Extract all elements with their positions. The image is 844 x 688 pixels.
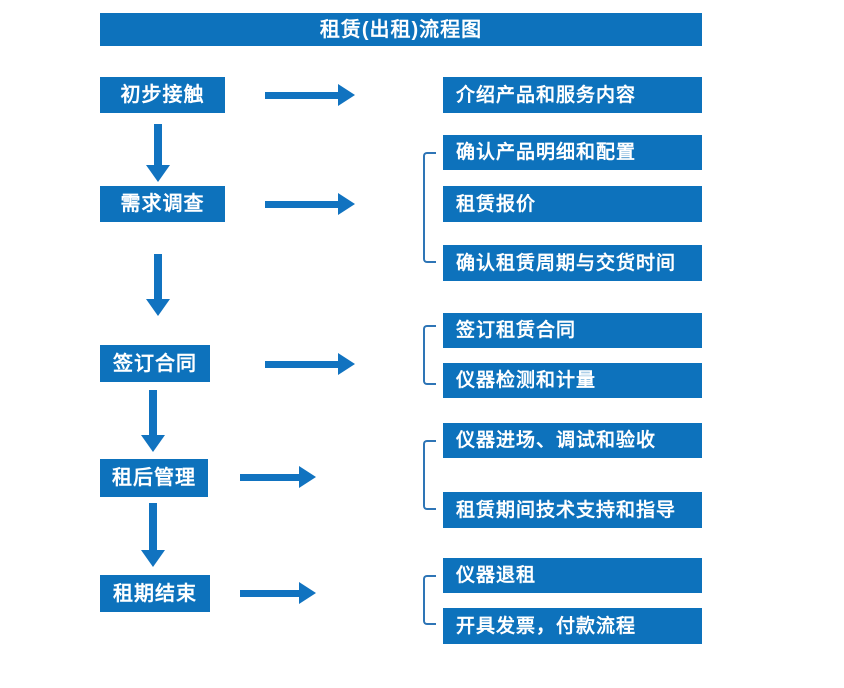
arrow-down-icon bbox=[141, 390, 165, 452]
arrow-head bbox=[299, 466, 316, 488]
group-bracket-sign-contract bbox=[423, 325, 436, 385]
step-box-post-rental-management: 租后管理 bbox=[100, 459, 208, 497]
output-box-instrument-return: 仪器退租 bbox=[443, 558, 702, 593]
arrow-head bbox=[146, 165, 170, 182]
arrow-right-icon bbox=[265, 193, 355, 215]
output-box-instrument-installation: 仪器进场、调试和验收 bbox=[443, 423, 702, 458]
flowchart-title: 租赁(出租)流程图 bbox=[100, 13, 702, 46]
arrow-head bbox=[338, 193, 355, 215]
arrow-stem bbox=[154, 254, 162, 299]
arrow-right-icon bbox=[265, 353, 355, 375]
arrow-head bbox=[338, 84, 355, 106]
group-bracket-post-rental bbox=[423, 440, 436, 510]
arrow-stem bbox=[265, 200, 338, 208]
arrow-head bbox=[299, 582, 316, 604]
arrow-down-icon bbox=[146, 254, 170, 316]
output-box-technical-support: 租赁期间技术支持和指导 bbox=[443, 492, 702, 528]
arrow-stem bbox=[149, 503, 157, 550]
group-bracket-demand-survey bbox=[423, 152, 436, 263]
arrow-head bbox=[141, 550, 165, 567]
step-box-rental-end: 租期结束 bbox=[100, 575, 210, 612]
output-box-confirm-rental-period: 确认租赁周期与交货时间 bbox=[443, 245, 702, 281]
arrow-right-icon bbox=[240, 466, 316, 488]
arrow-head bbox=[141, 435, 165, 452]
arrow-stem bbox=[154, 124, 162, 165]
arrow-stem bbox=[240, 589, 299, 597]
arrow-stem bbox=[149, 390, 157, 435]
output-box-sign-rental-contract: 签订租赁合同 bbox=[443, 313, 702, 348]
arrow-stem bbox=[265, 91, 338, 99]
arrow-head bbox=[338, 353, 355, 375]
arrow-down-icon bbox=[146, 124, 170, 182]
output-box-invoice-payment: 开具发票，付款流程 bbox=[443, 608, 702, 644]
arrow-right-icon bbox=[240, 582, 316, 604]
step-box-initial-contact: 初步接触 bbox=[100, 77, 225, 113]
arrow-stem bbox=[240, 473, 299, 481]
arrow-right-icon bbox=[265, 84, 355, 106]
step-box-demand-survey: 需求调查 bbox=[100, 186, 225, 222]
output-box-confirm-product-details: 确认产品明细和配置 bbox=[443, 135, 702, 170]
arrow-down-icon bbox=[141, 503, 165, 567]
output-box-instrument-testing: 仪器检测和计量 bbox=[443, 363, 702, 398]
step-box-sign-contract: 签订合同 bbox=[100, 345, 210, 382]
arrow-stem bbox=[265, 360, 338, 368]
arrow-head bbox=[146, 299, 170, 316]
group-bracket-rental-end bbox=[423, 575, 436, 625]
output-box-rental-quotation: 租赁报价 bbox=[443, 186, 702, 222]
output-box-introduce-products: 介绍产品和服务内容 bbox=[443, 77, 702, 113]
